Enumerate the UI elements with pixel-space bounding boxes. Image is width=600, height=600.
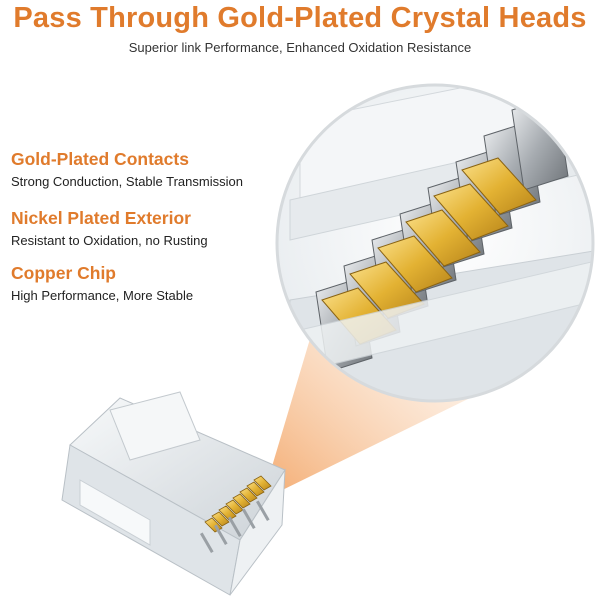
feature-gold-plated-contacts: Gold-Plated Contacts Strong Conduction, … <box>11 149 311 189</box>
feature-description: Strong Conduction, Stable Transmission <box>11 174 243 189</box>
feature-description: Resistant to Oxidation, no Rusting <box>11 233 208 248</box>
page-subtitle: Superior link Performance, Enhanced Oxid… <box>128 40 472 55</box>
feature-copper-chip: Copper Chip High Performance, More Stabl… <box>11 263 311 303</box>
rj45-connector-image <box>61 391 286 596</box>
feature-description: High Performance, More Stable <box>11 288 194 303</box>
magnify-beam <box>262 312 470 500</box>
feature-nickel-plated-exterior: Nickel Plated Exterior Resistant to Oxid… <box>11 208 311 248</box>
feature-title: Copper Chip <box>11 263 116 283</box>
feature-title: Nickel Plated Exterior <box>11 208 191 228</box>
page-title: Pass Through Gold-Plated Crystal Heads <box>13 2 587 34</box>
feature-title: Gold-Plated Contacts <box>11 149 189 169</box>
